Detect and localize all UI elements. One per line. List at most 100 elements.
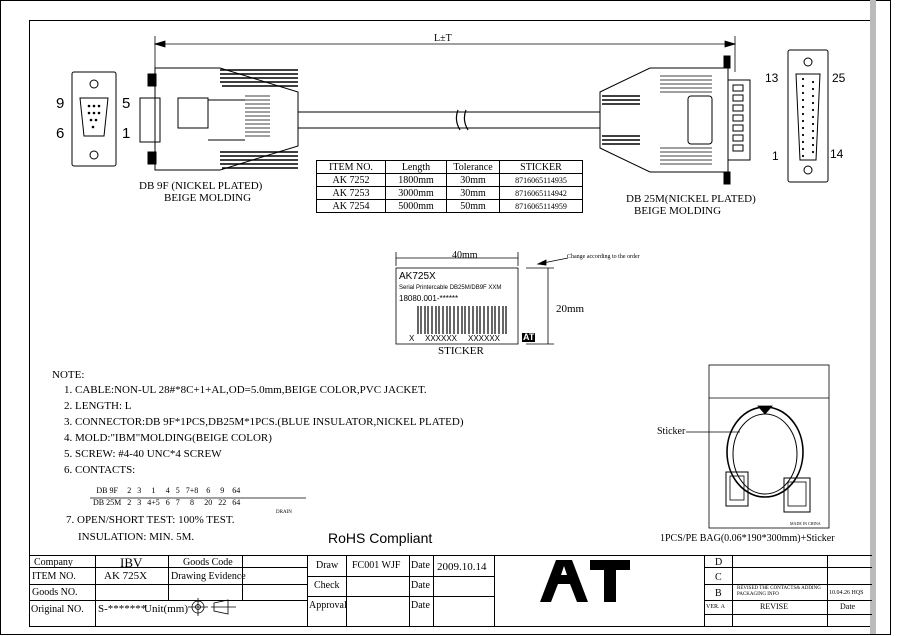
sticker-line3: 18080.001-******	[399, 294, 459, 303]
date-label: Date	[411, 580, 430, 591]
note-item: 6. CONTACTS:	[64, 464, 136, 476]
table-cell: 4+5	[147, 497, 160, 507]
barcode-left-digits: XXXXXX	[425, 334, 458, 343]
unit-label: Unit(mm)	[144, 603, 188, 615]
table-cell: 22	[218, 497, 227, 507]
table-header: Length	[385, 160, 447, 174]
note-item: 4. MOLD:"IBM"MOLDING(BEIGE COLOR)	[64, 432, 272, 444]
table-row: DB 9F 2 3 1 4 5 7+8 6 9 64	[90, 484, 243, 496]
table-cell: 9	[220, 485, 225, 495]
item-no-value: AK 725X	[104, 570, 148, 582]
table-cell: 8716065114942	[499, 186, 583, 200]
rohs-label: RoHS Compliant	[328, 530, 433, 546]
db9-molding: BEIGE MOLDING	[164, 192, 252, 204]
bag-made-in: MADE IN CHINA	[790, 521, 821, 526]
table-cell: 6	[165, 497, 170, 507]
table-cell: 3000mm	[385, 186, 447, 200]
note-insulation: INSULATION: MIN. 5M.	[78, 531, 195, 543]
sticker-line1: AK725X	[399, 271, 436, 282]
note-item-7: 7. OPEN/SHORT TEST: 100% TEST.	[66, 514, 235, 526]
original-no-value: S-*******	[98, 603, 147, 615]
date-label: Date	[411, 600, 430, 611]
draw-value: FC001 WJF	[352, 560, 401, 571]
sticker-line2: Serial Printercable DB25M/DB9F XXM	[399, 285, 502, 291]
sticker-height: 20mm	[556, 303, 585, 315]
dimension-line	[153, 36, 737, 72]
db9-pin-9: 9	[56, 95, 65, 112]
title-block	[30, 555, 872, 627]
table-cell: 8716065114959	[499, 199, 583, 213]
date-label: Date	[411, 560, 430, 571]
table-row: AK 7252 1800mm 30mm 8716065114935	[316, 173, 583, 187]
barcode	[417, 306, 507, 334]
table-cell: 3	[137, 497, 142, 507]
table-cell: 2	[127, 485, 132, 495]
original-no-label: Original NO.	[31, 604, 84, 615]
db9-face-view	[71, 71, 117, 167]
goods-code-label: Goods Code	[183, 557, 233, 568]
db25-face-view	[787, 49, 829, 183]
db25-molding: BEIGE MOLDING	[634, 205, 722, 217]
table-cell: 50mm	[446, 199, 500, 213]
db9-title: DB 9F (NICKEL PLATED)	[139, 180, 263, 192]
rev-ver: D	[715, 557, 723, 568]
drawing-evidence-label: Drawing Evidence	[171, 571, 246, 582]
bag-drawing	[686, 364, 830, 529]
db25-title: DB 25M(NICKEL PLATED)	[626, 193, 756, 205]
table-row: AK 7253 3000mm 30mm 8716065114942	[316, 186, 583, 200]
table-header: ITEM NO.	[316, 160, 386, 174]
revise-label: REVISE	[760, 602, 788, 611]
table-cell: 7+8	[185, 485, 199, 495]
sticker-drawing	[395, 252, 569, 345]
db9-pin-1: 1	[122, 125, 131, 142]
table-row: DB 25M 2 3 4+5 6 7 8 20 22 64	[90, 496, 243, 508]
table-cell: 20	[204, 497, 213, 507]
rev-desc: REVISED THE CONTACTS& ADDING PACKAGING I…	[737, 586, 821, 597]
table-cell: AK 7254	[316, 199, 386, 213]
note-item: 5. SCREW: #4-40 UNC*4 SCREW	[64, 448, 222, 460]
rev-ver: B	[715, 588, 722, 599]
db9-pin-5: 5	[122, 95, 131, 112]
table-cell: 5000mm	[385, 199, 447, 213]
sticker-width: 40mm	[452, 250, 478, 261]
table-row: AK 7254 5000mm 50mm 8716065114959	[316, 199, 583, 213]
table-cell: AK 7253	[316, 186, 386, 200]
ver-label: VER. A	[706, 604, 726, 610]
table-cell: 1	[151, 485, 156, 495]
bag-sticker-label: Sticker	[657, 426, 686, 437]
contacts-drain: DRAIN	[276, 510, 292, 515]
db25-pin-25: 25	[832, 71, 846, 85]
table-header: Tolerance	[446, 160, 500, 174]
table-cell: 3	[137, 485, 142, 495]
draw-label: Draw	[316, 560, 339, 571]
item-table: ITEM NO. Length Tolerance STICKER AK 725…	[316, 160, 583, 213]
table-cell: 8	[190, 497, 194, 507]
db9-side-view	[139, 67, 299, 171]
company-label: Company	[34, 557, 73, 568]
barcode-right-digits: XXXXXX	[468, 334, 501, 343]
item-no-label: ITEM NO.	[32, 571, 76, 582]
db25-pin-1: 1	[772, 149, 779, 163]
note-item: 2. LENGTH: L	[64, 400, 132, 412]
table-cell: 7	[175, 497, 180, 507]
contacts-db25-label: DB 25M	[93, 497, 122, 507]
table-cell: 30mm	[446, 173, 500, 187]
table-cell: 6	[206, 485, 211, 495]
approval-label: Approval	[309, 600, 347, 611]
barcode-prefix: X	[409, 334, 415, 343]
db25-pin-13: 13	[765, 71, 779, 85]
table-header: STICKER	[499, 160, 583, 174]
contacts-table: DB 9F 2 3 1 4 5 7+8 6 9 64 DB 25M 2 3 4+…	[90, 484, 243, 508]
db9-pin-6: 6	[56, 125, 65, 142]
note-item: 1. CABLE:NON-UL 28#*8C+1+AL,OD=5.0mm,BEI…	[64, 384, 427, 396]
table-cell: 1800mm	[385, 173, 447, 187]
rev-ver: C	[715, 572, 722, 583]
sticker-note: Change according to the order	[567, 254, 640, 260]
sticker-caption: STICKER	[438, 345, 484, 357]
check-label: Check	[314, 580, 340, 591]
cable	[298, 109, 600, 131]
table-cell: 64	[232, 485, 241, 495]
db25-pin-14: 14	[830, 147, 844, 161]
